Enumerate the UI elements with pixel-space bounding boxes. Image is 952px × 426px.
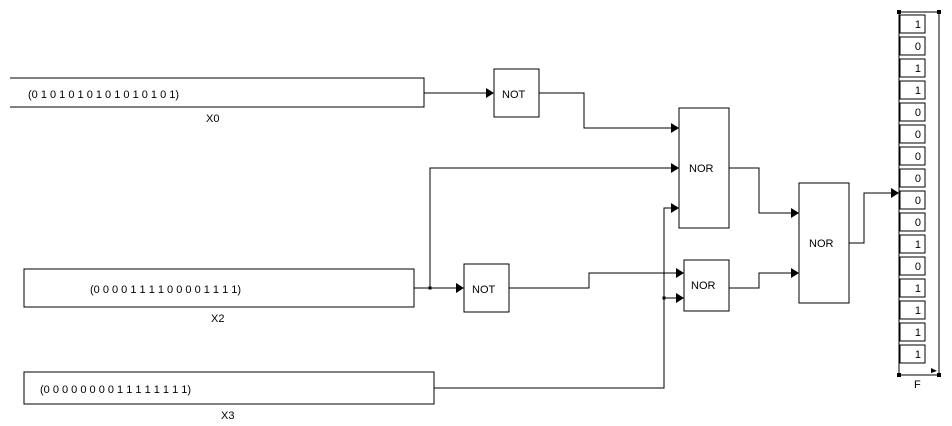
output-cell-box xyxy=(899,234,926,254)
input-x0-sequence: (0 1 0 1 0 1 0 1 0 1 0 1 0 1 0 1) xyxy=(28,89,179,101)
resize-handle-br[interactable] xyxy=(937,373,941,377)
output-cell-value: 1 xyxy=(915,19,921,31)
resize-handle-bl[interactable] xyxy=(897,373,901,377)
nor-gate-1[interactable]: NOR xyxy=(678,107,730,229)
output-cell-box xyxy=(899,212,926,232)
wire-nor3-f xyxy=(849,192,893,244)
arrow-f-in xyxy=(891,188,899,198)
output-cell-value: 0 xyxy=(915,195,921,207)
wires xyxy=(414,88,899,389)
nor-gate-1-label: NOR xyxy=(689,163,714,175)
output-cell-box xyxy=(899,36,926,56)
output-cell-value: 1 xyxy=(915,85,921,97)
output-cell: 0 xyxy=(899,146,926,166)
output-cell-value: 0 xyxy=(915,129,921,141)
not-gate-1-label: NOT xyxy=(502,89,526,101)
output-cell: 0 xyxy=(899,212,926,232)
wire-nor1-nor3 xyxy=(729,167,793,214)
output-cell-value: 1 xyxy=(915,349,921,361)
input-x2-sequence: (0 0 0 0 1 1 1 1 0 0 0 0 1 1 1 1) xyxy=(90,284,241,296)
output-cell: 1 xyxy=(899,300,926,320)
output-cell-box xyxy=(899,278,926,298)
output-cell: 1 xyxy=(899,234,926,254)
not-gate-2[interactable]: NOT xyxy=(463,263,510,313)
output-cell-value: 1 xyxy=(915,283,921,295)
nor-gate-2[interactable]: NOR xyxy=(683,259,730,312)
output-cell-value: 0 xyxy=(915,41,921,53)
output-cell-box xyxy=(899,344,926,364)
input-x0[interactable]: (0 1 0 1 0 1 0 1 0 1 0 1 0 1 0 1) X0 xyxy=(10,77,425,125)
output-cell-value: 1 xyxy=(915,327,921,339)
wire-not1-nor1 xyxy=(539,92,673,129)
output-scroll-arrow-icon[interactable] xyxy=(931,368,937,373)
input-x3-sequence: (0 0 0 0 0 0 0 0 1 1 1 1 1 1 1 1) xyxy=(40,384,191,396)
output-cell-box xyxy=(899,80,926,100)
output-cell: 0 xyxy=(899,256,926,276)
output-cell: 1 xyxy=(899,58,926,78)
nor-gate-2-label: NOR xyxy=(691,280,716,292)
arrow-nor3-in1 xyxy=(791,208,799,218)
output-cell: 1 xyxy=(899,14,926,34)
junction-x3 xyxy=(662,296,666,300)
arrow-nor2-in1 xyxy=(676,268,684,278)
output-cell-box xyxy=(899,300,926,320)
nor-gate-3[interactable]: NOR xyxy=(798,182,850,304)
not-gate-2-label: NOT xyxy=(472,284,496,296)
junction-x2 xyxy=(428,286,432,290)
output-cell: 0 xyxy=(899,36,926,56)
output-cell-box xyxy=(899,146,926,166)
arrow-nor1-in1 xyxy=(671,123,679,133)
not-gate-1[interactable]: NOT xyxy=(493,68,540,118)
output-cell: 1 xyxy=(899,278,926,298)
output-cell-value: 0 xyxy=(915,107,921,119)
output-cell-box xyxy=(899,58,926,78)
input-x2-label: X2 xyxy=(211,313,224,325)
nor-gate-3-label: NOR xyxy=(809,238,834,250)
output-cell-value: 1 xyxy=(915,63,921,75)
output-cell: 0 xyxy=(899,102,926,122)
output-cell-box xyxy=(899,190,926,210)
output-cell: 0 xyxy=(899,124,926,144)
resize-handle-tl[interactable] xyxy=(897,10,901,14)
output-cell-value: 0 xyxy=(915,261,921,273)
output-cell-box xyxy=(899,14,926,34)
output-cell-value: 1 xyxy=(915,239,921,251)
wire-not2-nor2 xyxy=(509,272,678,289)
output-cell: 0 xyxy=(899,168,926,188)
output-cell-value: 0 xyxy=(915,173,921,185)
output-cell: 1 xyxy=(899,322,926,342)
wire-nor2-nor3 xyxy=(729,272,793,289)
output-f-label: F xyxy=(914,379,921,391)
arrow-nor2-in2 xyxy=(676,293,684,303)
output-cell-box xyxy=(899,124,926,144)
arrow-nor3-in2 xyxy=(791,268,799,278)
output-cell-value: 0 xyxy=(915,217,921,229)
arrow-nor1-in2 xyxy=(671,163,679,173)
input-x3-label: X3 xyxy=(221,410,234,422)
output-cell-box xyxy=(899,102,926,122)
wire-x2-nor1 xyxy=(414,167,673,289)
output-cell: 1 xyxy=(899,80,926,100)
input-x2[interactable]: (0 0 0 0 1 1 1 1 0 0 0 0 1 1 1 1) X2 xyxy=(23,268,415,325)
output-cell: 1 xyxy=(899,344,926,364)
output-cell-box xyxy=(899,256,926,276)
arrow-not2-in xyxy=(456,283,464,293)
output-display-f[interactable]: F 1 0 1 1 0 0 0 0 0 0 1 0 1 1 1 1 xyxy=(897,10,941,391)
output-cell-box xyxy=(899,322,926,342)
output-cell-value: 1 xyxy=(915,305,921,317)
output-cell: 0 xyxy=(899,190,926,210)
input-x0-label: X0 xyxy=(206,113,219,125)
resize-handle-tr[interactable] xyxy=(937,10,941,14)
arrow-nor1-in3 xyxy=(671,203,679,213)
arrow-not1-in xyxy=(486,88,494,98)
output-cell-box xyxy=(899,168,926,188)
output-cell-value: 0 xyxy=(915,151,921,163)
input-x3[interactable]: (0 0 0 0 0 0 0 0 1 1 1 1 1 1 1 1) X3 xyxy=(23,371,435,422)
